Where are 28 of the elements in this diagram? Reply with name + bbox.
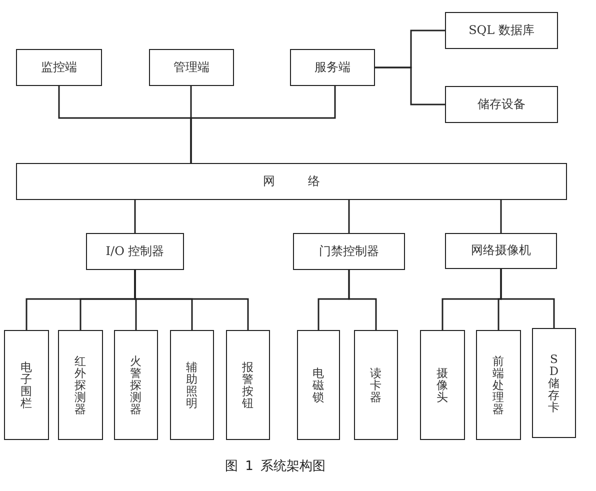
connector-line	[134, 200, 136, 233]
component-box: 前端处理器	[476, 330, 521, 440]
component-box: 门禁控制器	[293, 233, 405, 270]
component-box: 监控端	[16, 49, 102, 86]
connector-line	[134, 270, 249, 330]
component-box: 火警探测器	[114, 330, 158, 440]
component-box: 红外探测器	[58, 330, 103, 440]
component-box: 摄像头	[420, 330, 465, 440]
component-box: SD 储存卡	[532, 328, 576, 438]
component-box: 网络	[16, 163, 567, 200]
connector-line	[190, 86, 336, 163]
connector-line	[500, 200, 502, 233]
component-box: 辅助照明	[170, 330, 214, 440]
connector-line	[348, 200, 350, 233]
component-box: 网络摄像机	[445, 233, 557, 269]
component-box: 储存设备	[445, 86, 558, 123]
component-box: 管理端	[149, 49, 234, 86]
component-box: 服务端	[290, 49, 375, 86]
connector-line	[348, 270, 377, 330]
figure-caption: 图 1 系统架构图	[225, 458, 326, 475]
connector-line	[375, 66, 445, 106]
connector-line	[500, 269, 555, 328]
component-box: 电子围栏	[4, 330, 49, 440]
component-box: 电磁锁	[297, 330, 340, 440]
component-box: SQL 数据库	[445, 12, 558, 49]
component-box: I/O 控制器	[86, 233, 184, 270]
component-box: 读卡器	[354, 330, 398, 440]
component-box: 报警按钮	[226, 330, 270, 440]
